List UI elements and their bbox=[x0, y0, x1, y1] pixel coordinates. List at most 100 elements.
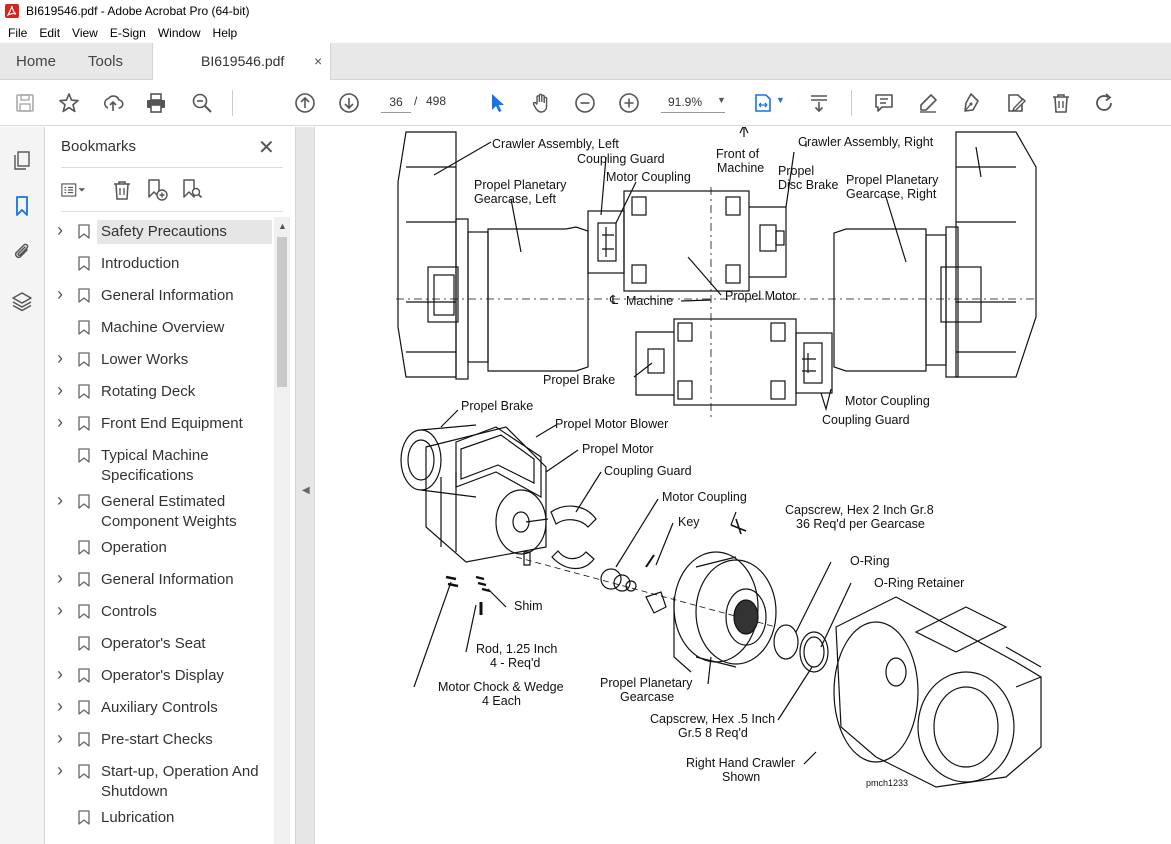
menu-view[interactable]: View bbox=[72, 25, 98, 40]
zoom-in-icon[interactable] bbox=[616, 90, 642, 116]
scroll-up-icon[interactable]: ▲ bbox=[278, 221, 287, 231]
bookmark-label-wrap: Introduction bbox=[97, 252, 272, 276]
menu-window[interactable]: Window bbox=[157, 25, 201, 40]
tab-bar: Home Tools BI619546.pdf × bbox=[0, 43, 1171, 81]
bookmark-item[interactable]: ›Pre-start Checks bbox=[45, 728, 277, 760]
toolbar: 36 / 498 91.9% ▼ ▼ bbox=[0, 80, 1171, 126]
bookmark-icon bbox=[78, 668, 90, 683]
chevron-right-icon[interactable]: › bbox=[57, 696, 63, 716]
bookmark-item[interactable]: Lubrication bbox=[45, 806, 277, 838]
chevron-right-icon[interactable]: › bbox=[57, 348, 63, 368]
tab-close-button[interactable]: × bbox=[314, 53, 323, 69]
chevron-right-icon[interactable]: › bbox=[57, 664, 63, 684]
bookmark-item[interactable]: ›General Information bbox=[45, 284, 277, 316]
highlight-icon[interactable] bbox=[915, 90, 941, 116]
save-icon[interactable] bbox=[12, 90, 38, 116]
chevron-right-icon[interactable]: › bbox=[57, 490, 63, 510]
bookmark-icon bbox=[78, 416, 90, 431]
bookmark-item[interactable]: › Operator's Display bbox=[45, 664, 277, 696]
chevron-right-icon[interactable]: › bbox=[57, 380, 63, 400]
hand-icon[interactable] bbox=[528, 90, 554, 116]
chevron-right-icon[interactable]: › bbox=[57, 568, 63, 588]
tab-home[interactable]: Home bbox=[16, 53, 57, 70]
bookmark-item[interactable]: Operation bbox=[45, 536, 277, 568]
bookmark-item[interactable]: › Auxiliary Controls bbox=[45, 696, 277, 728]
comment-icon[interactable] bbox=[871, 90, 897, 116]
bookmarks-title: Bookmarks bbox=[61, 138, 137, 155]
upload-icon[interactable] bbox=[100, 90, 126, 116]
zoom-input[interactable]: 91.9% bbox=[661, 91, 725, 113]
bookmark-item[interactable]: › Lower Works bbox=[45, 348, 277, 380]
close-icon[interactable]: ✕ bbox=[258, 137, 275, 159]
find-bookmark-icon[interactable] bbox=[179, 177, 205, 203]
menu-help[interactable]: Help bbox=[212, 25, 238, 40]
bookmark-item[interactable]: ›General Information bbox=[45, 568, 277, 600]
bookmark-label-wrap: Start-up, Operation And Shutdown bbox=[97, 760, 272, 804]
bookmark-star-icon[interactable] bbox=[56, 90, 82, 116]
bookmark-item[interactable]: › Rotating Deck bbox=[45, 380, 277, 412]
menu-esign[interactable]: E-Sign bbox=[109, 25, 146, 40]
scroll-mode-icon[interactable] bbox=[806, 90, 832, 116]
delete-icon[interactable] bbox=[1048, 90, 1074, 116]
print-icon[interactable] bbox=[143, 90, 169, 116]
zoom-dropdown-icon[interactable]: ▼ bbox=[717, 95, 726, 105]
chevron-right-icon[interactable]: › bbox=[57, 284, 63, 304]
bookmark-label-wrap: Lower Works bbox=[97, 348, 272, 372]
attachments-icon[interactable] bbox=[10, 240, 34, 264]
page-number-input[interactable]: 36 bbox=[381, 91, 411, 113]
zoom-out-icon[interactable] bbox=[572, 90, 598, 116]
label-coupling-guard-top: Coupling Guard bbox=[577, 152, 665, 166]
chevron-right-icon[interactable]: › bbox=[57, 412, 63, 432]
next-page-icon[interactable] bbox=[336, 90, 362, 116]
bookmark-label: Operator's Seat bbox=[101, 635, 206, 652]
chevron-right-icon[interactable]: › bbox=[57, 600, 63, 620]
prev-page-icon[interactable] bbox=[292, 90, 318, 116]
chevron-right-icon[interactable]: › bbox=[57, 760, 63, 780]
bookmark-label-wrap: Machine Overview bbox=[97, 316, 272, 340]
bookmark-item[interactable]: ›Front End Equipment bbox=[45, 412, 277, 444]
bookmark-item[interactable]: ›Safety Precautions bbox=[45, 220, 277, 252]
menu-file[interactable]: File bbox=[8, 25, 28, 40]
bookmark-item[interactable]: ›General Estimated Component Weights bbox=[45, 490, 277, 536]
bookmark-item[interactable]: › Start-up, Operation And Shutdown bbox=[45, 760, 277, 806]
bookmark-item[interactable]: Operator's Seat bbox=[45, 632, 277, 664]
bookmarks-scrollbar[interactable]: ▲ bbox=[274, 217, 290, 844]
bookmark-label: Auxiliary Controls bbox=[101, 699, 218, 716]
document-view[interactable]: Crawler Assembly, Left Coupling Guard Fr… bbox=[316, 127, 1171, 844]
bookmark-item[interactable]: Typical Machine Specifications bbox=[45, 444, 277, 490]
options-menu-icon[interactable] bbox=[61, 177, 87, 203]
menu-edit[interactable]: Edit bbox=[39, 25, 61, 40]
zoom-search-icon[interactable] bbox=[189, 90, 215, 116]
fill-sign-icon[interactable] bbox=[1003, 90, 1029, 116]
bookmark-item[interactable]: ›Controls bbox=[45, 600, 277, 632]
panel-collapse-strip[interactable]: ◀ bbox=[295, 127, 315, 844]
bookmarks-icon[interactable] bbox=[10, 194, 34, 218]
new-bookmark-icon[interactable] bbox=[144, 177, 170, 203]
pages-icon[interactable] bbox=[10, 148, 34, 172]
sign-icon[interactable] bbox=[959, 90, 985, 116]
tab-document[interactable]: BI619546.pdf × bbox=[152, 43, 331, 81]
page-fit-icon[interactable] bbox=[750, 90, 776, 116]
rotate-icon[interactable] bbox=[1092, 90, 1118, 116]
select-arrow-icon[interactable] bbox=[484, 90, 510, 116]
acrobat-icon bbox=[5, 4, 19, 18]
bookmark-icon bbox=[78, 352, 90, 367]
delete-bookmark-icon[interactable] bbox=[109, 177, 135, 203]
bookmark-item[interactable]: Introduction bbox=[45, 252, 277, 284]
chevron-right-icon[interactable]: › bbox=[57, 728, 63, 748]
scrollbar-thumb[interactable] bbox=[277, 237, 287, 387]
bookmark-label-wrap: Rotating Deck bbox=[97, 380, 272, 404]
label-ppg-left-1: Propel Planetary bbox=[474, 178, 567, 192]
label-rod-2: 4 - Req'd bbox=[490, 656, 541, 670]
chevron-right-icon[interactable]: › bbox=[57, 220, 63, 240]
bookmark-label: Operator's Display bbox=[101, 667, 224, 684]
bookmark-label: Lubrication bbox=[101, 809, 175, 826]
tab-tools[interactable]: Tools bbox=[88, 53, 124, 70]
bookmark-item[interactable]: Machine Overview bbox=[45, 316, 277, 348]
page-fit-dropdown-icon[interactable]: ▼ bbox=[776, 95, 785, 105]
label-ppg-right-1: Propel Planetary bbox=[846, 173, 939, 187]
collapse-arrow-icon[interactable]: ◀ bbox=[302, 485, 310, 496]
label-centerline-machine: Machine bbox=[626, 294, 674, 308]
layers-icon[interactable] bbox=[10, 289, 34, 313]
label-rh-crawler-1: Right Hand Crawler bbox=[686, 756, 796, 770]
